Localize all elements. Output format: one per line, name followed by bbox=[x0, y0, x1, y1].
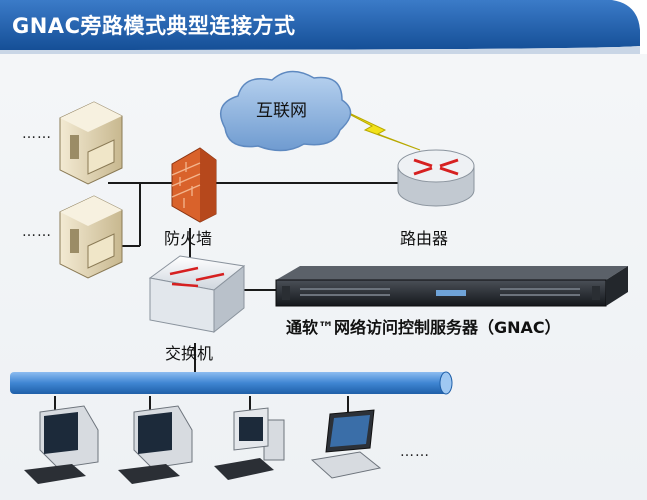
cloud-icon bbox=[219, 70, 352, 152]
server-tower-icon-2 bbox=[59, 195, 123, 279]
label-firewall: 防火墙 bbox=[164, 229, 213, 248]
ellipsis-server-2: …… bbox=[22, 224, 52, 240]
laptop-icon bbox=[310, 409, 382, 479]
connection-lines bbox=[54, 182, 400, 412]
router-icon bbox=[397, 149, 475, 207]
label-gnac-server: 通软™网络访问控制服务器（GNAC） bbox=[286, 318, 561, 337]
ellipsis-clients: …… bbox=[400, 444, 430, 460]
desktop-pc-icon bbox=[214, 407, 285, 480]
diagram-title: GNAC旁路模式典型连接方式 bbox=[12, 14, 296, 38]
header-bar bbox=[0, 0, 640, 54]
lightning-icon bbox=[329, 103, 421, 151]
label-internet: 互联网 bbox=[256, 101, 307, 121]
rack-server-icon bbox=[275, 266, 628, 307]
crt-monitor-icon-2 bbox=[118, 405, 193, 484]
crt-monitor-icon-1 bbox=[24, 405, 99, 484]
network-bus bbox=[10, 371, 453, 395]
label-router: 路由器 bbox=[400, 229, 449, 248]
switch-icon bbox=[148, 255, 246, 334]
label-switch: 交换机 bbox=[165, 344, 214, 363]
server-tower-icon-1 bbox=[59, 101, 123, 185]
ellipsis-server-1: …… bbox=[22, 126, 52, 142]
brick-wall-icon bbox=[171, 147, 217, 223]
